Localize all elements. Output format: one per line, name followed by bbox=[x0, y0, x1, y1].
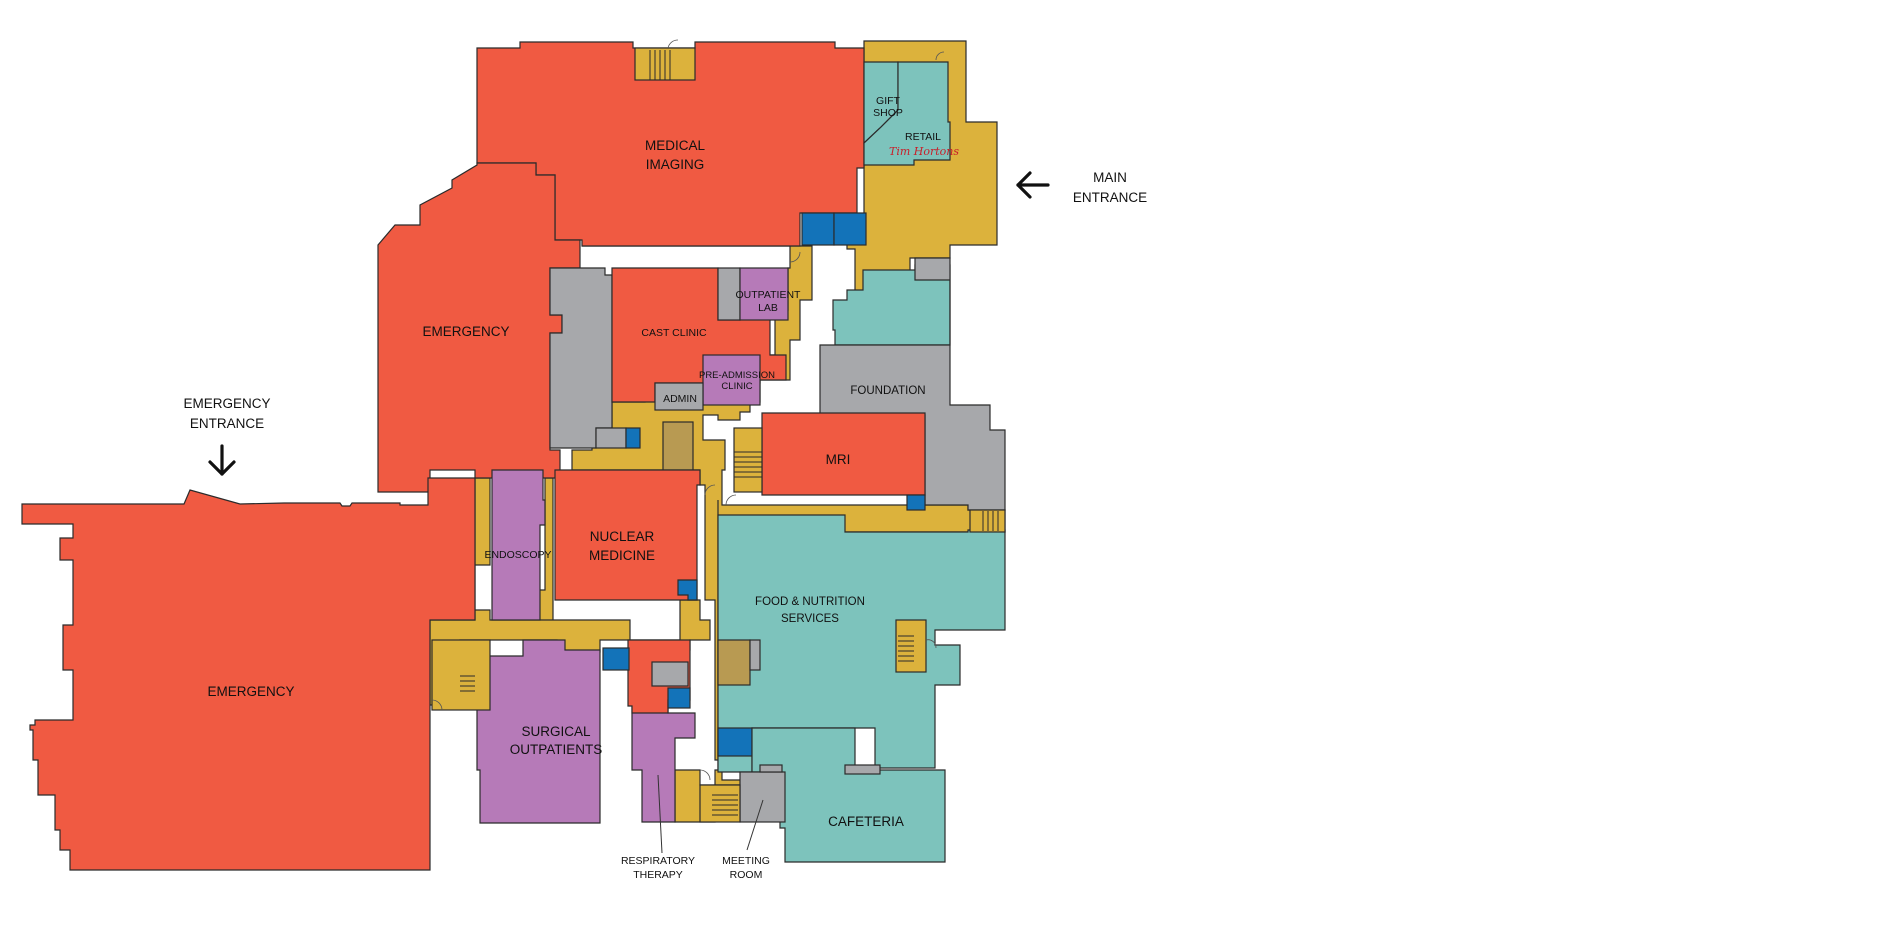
main-entrance-arrow-icon bbox=[1016, 171, 1050, 199]
retail-room bbox=[863, 61, 951, 166]
food-elevator bbox=[717, 727, 753, 757]
admin-label: ADMIN bbox=[663, 393, 697, 405]
pre-admission-clinic-room bbox=[702, 354, 761, 406]
service-room-west bbox=[662, 421, 694, 471]
service-storage bbox=[749, 639, 761, 671]
elevators-north bbox=[801, 212, 867, 246]
respiratory-therapy-leader bbox=[657, 774, 663, 854]
emergency-main-room bbox=[21, 477, 476, 871]
cafeteria-counter-a bbox=[759, 764, 783, 773]
mri-label: MRI bbox=[826, 452, 851, 467]
stairwell-east bbox=[969, 509, 1006, 533]
small-elevator-b bbox=[667, 687, 691, 709]
cast-clinic-label: CAST CLINIC bbox=[641, 327, 707, 339]
stairwell-food bbox=[895, 619, 927, 673]
outpatient-lab-room bbox=[739, 267, 789, 321]
cafeteria-counter-b bbox=[844, 764, 881, 775]
nuclear-elevator bbox=[677, 579, 698, 601]
surgical-outpatients-room bbox=[476, 639, 601, 824]
meeting-room-leader bbox=[746, 799, 764, 851]
door-swings bbox=[431, 39, 945, 781]
small-storage bbox=[651, 661, 689, 687]
west-elevator bbox=[625, 427, 641, 449]
stairwell-north bbox=[634, 47, 696, 81]
stairwell-central bbox=[733, 427, 763, 493]
endoscopy-room bbox=[491, 469, 546, 621]
tim-hortons-logo: Tim Hortons bbox=[889, 145, 959, 158]
emergency-main-label: EMERGENCY bbox=[207, 684, 294, 699]
emergency-north-room bbox=[377, 162, 581, 493]
west-admin-block bbox=[549, 267, 613, 449]
foundation-label: FOUNDATION bbox=[850, 385, 925, 397]
emergency-north-label: EMERGENCY bbox=[422, 324, 509, 339]
meeting-room bbox=[739, 771, 786, 823]
mri-elevator bbox=[906, 494, 926, 511]
admin-room bbox=[654, 382, 704, 411]
service-room-south bbox=[717, 639, 751, 686]
endoscopy-label: ENDOSCOPY bbox=[484, 549, 551, 561]
west-storage bbox=[595, 427, 627, 449]
cafeteria-label: CAFETERIA bbox=[828, 814, 904, 829]
stairwell-west bbox=[431, 639, 491, 711]
retail-label: RETAIL bbox=[905, 131, 941, 143]
small-elevator-a bbox=[602, 647, 630, 671]
nuclear-medicine-room bbox=[554, 469, 701, 601]
stairwell-south bbox=[699, 784, 741, 823]
emergency-entrance-arrow-icon bbox=[208, 444, 236, 476]
